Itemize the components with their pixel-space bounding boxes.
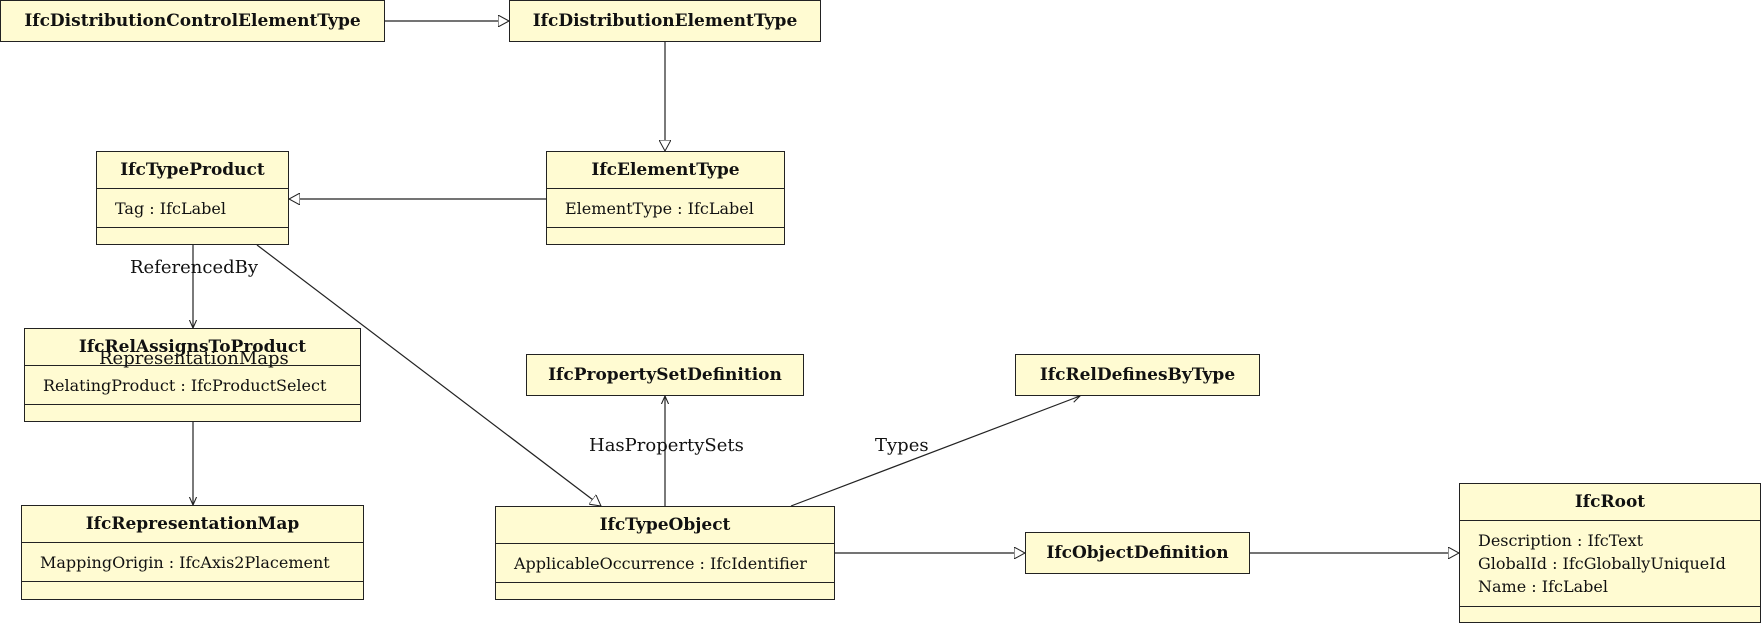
attribute: Description : IfcText — [1478, 531, 1644, 550]
assoc-typeobject-to-reldefines — [790, 396, 1080, 507]
class-ifcpropertysetdefinition[interactable]: IfcPropertySetDefinition — [526, 354, 804, 396]
operations-compartment — [1460, 606, 1760, 624]
class-name: IfcTypeProduct — [120, 160, 265, 180]
attribute: Name : IfcLabel — [1478, 577, 1608, 596]
attribute-list: RelatingProduct : IfcProductSelect — [25, 365, 360, 404]
class-name: IfcRelAssignsToProduct — [78, 337, 307, 357]
attribute-list: ElementType : IfcLabel — [547, 188, 784, 227]
attribute: ApplicableOccurrence : IfcIdentifier — [514, 554, 807, 573]
class-ifctypeobject[interactable]: IfcTypeObject ApplicableOccurrence : Ifc… — [495, 506, 835, 600]
class-ifcroot[interactable]: IfcRoot Description : IfcText GlobalId :… — [1459, 483, 1761, 623]
class-name: IfcElementType — [591, 160, 740, 180]
attribute: Tag : IfcLabel — [115, 199, 226, 218]
class-ifcobjectdefinition[interactable]: IfcObjectDefinition — [1025, 532, 1250, 574]
operations-compartment — [97, 227, 288, 245]
class-ifcdistributionelementtype[interactable]: IfcDistributionElementType — [509, 0, 821, 42]
class-ifcrelassignstoproduct[interactable]: IfcRelAssignsToProduct RelatingProduct :… — [24, 328, 361, 422]
edge-label-types: Types — [875, 435, 929, 456]
attribute: MappingOrigin : IfcAxis2Placement — [40, 553, 330, 572]
class-ifcelementtype[interactable]: IfcElementType ElementType : IfcLabel — [546, 151, 785, 245]
edge-label-has-property-sets: HasPropertySets — [589, 435, 744, 456]
attribute: RelatingProduct : IfcProductSelect — [43, 376, 327, 395]
operations-compartment — [25, 404, 360, 422]
class-ifctypeproduct[interactable]: IfcTypeProduct Tag : IfcLabel — [96, 151, 289, 245]
attribute-list: Tag : IfcLabel — [97, 188, 288, 227]
attribute-list: ApplicableOccurrence : IfcIdentifier — [496, 543, 834, 582]
attribute-list: Description : IfcText GlobalId : IfcGlob… — [1460, 520, 1760, 606]
class-name: IfcObjectDefinition — [1046, 543, 1229, 563]
class-ifcrepresentationmap[interactable]: IfcRepresentationMap MappingOrigin : Ifc… — [21, 505, 364, 600]
class-ifcdistributioncontrolelementtype[interactable]: IfcDistributionControlElementType — [0, 0, 385, 42]
class-name: IfcDistributionControlElementType — [24, 11, 361, 31]
operations-compartment — [547, 227, 784, 245]
class-name: IfcRepresentationMap — [85, 514, 300, 534]
class-name: IfcRoot — [1574, 492, 1646, 512]
class-name: IfcDistributionElementType — [532, 11, 798, 31]
class-name: IfcTypeObject — [599, 515, 731, 535]
gen-typeproduct-to-typeobject — [256, 244, 601, 506]
operations-compartment — [22, 581, 363, 599]
edge-label-representation-maps: RepresentationMaps — [99, 348, 289, 369]
class-name: IfcPropertySetDefinition — [548, 365, 782, 385]
class-name: IfcRelDefinesByType — [1039, 365, 1236, 385]
edge-label-referenced-by: ReferencedBy — [130, 257, 259, 278]
attribute: ElementType : IfcLabel — [565, 199, 754, 218]
operations-compartment — [496, 582, 834, 600]
attribute: GlobalId : IfcGloballyUniqueId — [1478, 554, 1726, 573]
attribute-list: MappingOrigin : IfcAxis2Placement — [22, 542, 363, 581]
class-ifcreldefinesbytype[interactable]: IfcRelDefinesByType — [1015, 354, 1260, 396]
